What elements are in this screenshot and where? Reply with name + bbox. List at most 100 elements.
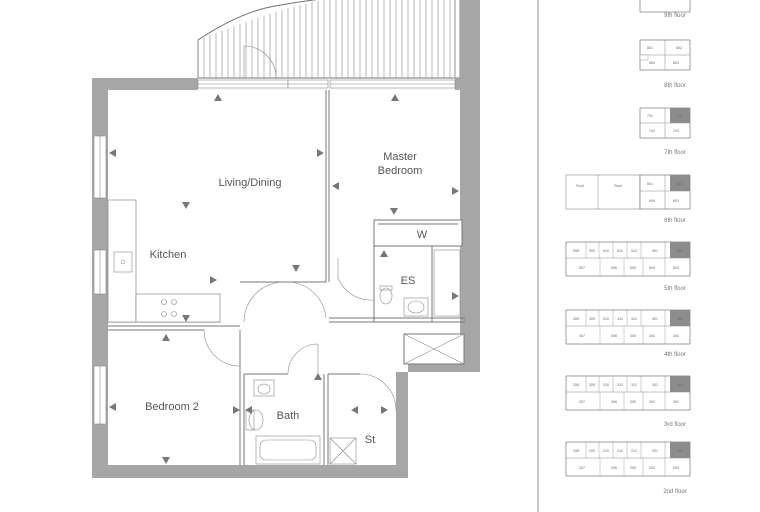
ensuite-fixtures [379, 249, 461, 317]
unit-label: 204 [649, 466, 655, 470]
unit-label: 201 [652, 449, 658, 453]
highlight-unit [670, 310, 690, 326]
dimension-arrow [109, 149, 116, 157]
floor-label: 3rd floor [664, 422, 686, 428]
unit-label: 308 [573, 383, 579, 387]
unit-label: 501 [652, 249, 658, 253]
unit-label: 509 [589, 249, 595, 253]
highlight-unit [670, 175, 690, 191]
dimension-arrow [292, 265, 300, 272]
unit-label: 406 [611, 334, 617, 338]
unit-label: 412 [631, 317, 637, 321]
dimension-arrow [380, 250, 388, 257]
dimension-arrow [332, 182, 339, 190]
unit-label: 402 [677, 317, 683, 321]
apartment-plan: Living/Dining Master Bedroom Kitchen W E… [92, 0, 480, 478]
floor-block [639, 0, 691, 13]
unit-label: 703 [673, 129, 679, 133]
dimension-arrow [391, 94, 399, 101]
unit-label: 211 [617, 449, 623, 453]
unit-label: 401 [652, 317, 658, 321]
floor-block [565, 309, 691, 345]
unit-label: 510 [603, 249, 609, 253]
unit-label: 306 [611, 400, 617, 404]
unit-label: 512 [631, 249, 637, 253]
roof-block [565, 174, 641, 210]
unit-label: Roof [576, 184, 584, 188]
dimension-markers [109, 94, 459, 464]
dimension-arrow [162, 457, 170, 464]
dimension-arrow [109, 403, 116, 411]
dimension-arrow [233, 406, 240, 414]
dimension-arrow [182, 202, 190, 209]
room-label-living-dining: Living/Dining [219, 177, 282, 189]
unit-label: 701 [647, 114, 653, 118]
unit-label: 307 [579, 400, 585, 404]
unit-label: 208 [573, 449, 579, 453]
floor-block [565, 375, 691, 411]
floor-block [565, 441, 691, 477]
unit-label: 702 [676, 114, 682, 118]
room-label-master-line1: Master [383, 151, 417, 163]
room-label-bedroom-2: Bedroom 2 [145, 401, 199, 413]
unit-label: 311 [617, 383, 623, 387]
room-label-master-line2: Bedroom [378, 165, 423, 177]
unit-label: 305 [630, 400, 636, 404]
unit-label: 804 [649, 61, 655, 65]
unit-label: 803 [673, 61, 679, 65]
unit-label: 801 [647, 46, 653, 50]
dimension-arrow [314, 373, 322, 380]
room-label-store: St [365, 434, 375, 446]
highlight-unit [670, 242, 690, 258]
highlight-unit [670, 442, 690, 458]
highlight-unit [670, 108, 690, 123]
unit-label: 212 [631, 449, 637, 453]
unit-label: 604 [649, 199, 655, 203]
floor-label: 4th floor [664, 352, 686, 358]
unit-label: 301 [652, 383, 658, 387]
dimension-arrow [317, 149, 324, 157]
interior-walls [108, 90, 465, 465]
unit-label: 503 [673, 266, 679, 270]
dimension-arrow [210, 276, 217, 284]
unit-label: 704 [649, 129, 655, 133]
unit-label: 303 [673, 400, 679, 404]
floor-0: 9th floor [639, 0, 691, 19]
unit-label: 505 [630, 266, 636, 270]
unit-label: 409 [589, 317, 595, 321]
unit-label: 411 [617, 317, 623, 321]
highlight-unit [670, 376, 690, 392]
dimension-arrow [381, 406, 388, 414]
kitchen-units [107, 199, 221, 323]
unit-label: 410 [603, 317, 609, 321]
unit-label: 511 [617, 249, 623, 253]
unit-label: 403 [673, 334, 679, 338]
windows [93, 79, 456, 425]
room-label-wardrobe: W [417, 229, 428, 241]
floor-label: 6th floor [664, 218, 686, 224]
unit-label: 210 [603, 449, 609, 453]
unit-label: 502 [677, 249, 683, 253]
floor-label: 5th floor [664, 286, 686, 292]
unit-label: 601 [647, 182, 653, 186]
unit-label: 205 [630, 466, 636, 470]
unit-label: 408 [573, 317, 579, 321]
dimension-arrow [162, 334, 170, 341]
unit-label: 407 [579, 334, 585, 338]
unit-label: 310 [603, 383, 609, 387]
unit-label: 507 [579, 266, 585, 270]
dimension-arrow [245, 406, 252, 414]
unit-label: 602 [676, 182, 682, 186]
unit-label: 405 [630, 334, 636, 338]
dimension-arrow [452, 187, 459, 195]
unit-label: 603 [673, 199, 679, 203]
unit-label: 209 [589, 449, 595, 453]
dimension-arrow [214, 94, 222, 101]
